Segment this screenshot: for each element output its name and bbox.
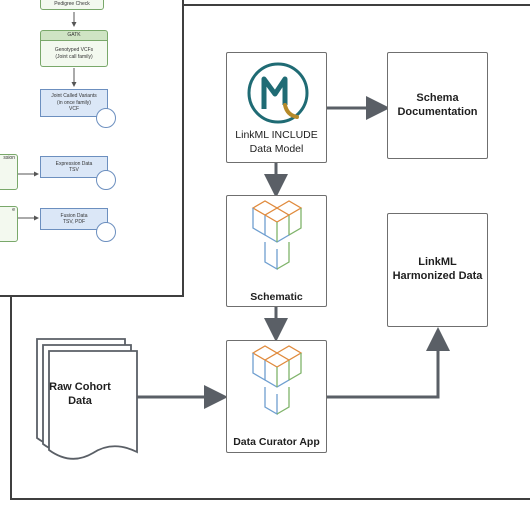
- schema-docs-label-line1: Schema: [416, 92, 459, 104]
- inset-badge-icon: [96, 222, 116, 242]
- schematic-cube-icon: [251, 200, 303, 271]
- inset-badge-icon: [96, 170, 116, 190]
- arrow-app-to-harmonized: [327, 327, 450, 399]
- inset-gatk-line2: (Joint call family): [55, 53, 93, 60]
- schematic-box: Schematic: [226, 195, 327, 307]
- inset-joint-line2: (in once family): [57, 99, 91, 106]
- inset-joint-line3: VCF: [69, 106, 79, 113]
- inset-fusion-line1: Fusion Data: [60, 212, 88, 219]
- inset-pedigree-label: Pedigree Check: [54, 0, 90, 7]
- linkml-model-label-line1: LinkML INCLUDE: [235, 129, 318, 141]
- inset-gatk-header: GATK: [40, 30, 108, 41]
- inset-fusion-left-label: e: [12, 207, 15, 213]
- raw-cohort-label-line1: Raw Cohort: [49, 381, 111, 393]
- curator-app-box: Data Curator App: [226, 340, 327, 453]
- inset-expression-source: ssion: [0, 154, 18, 190]
- inset-fusion-source: e: [0, 206, 18, 242]
- inset-badge-icon: [96, 108, 116, 128]
- inset-connector-layer: [18, 12, 77, 221]
- linkml-logo-icon: [247, 62, 309, 124]
- linkml-model-label-line2: Data Model: [249, 143, 304, 155]
- inset-gatk-title: GATK: [67, 32, 81, 38]
- inset-joint-line1: Joint Called Variants: [51, 93, 97, 100]
- curator-app-label: Data Curator App: [233, 436, 320, 448]
- harmonized-data-box: LinkML Harmonized Data: [387, 213, 488, 327]
- schematic-label: Schematic: [250, 291, 303, 303]
- schema-docs-label-line2: Documentation: [397, 106, 478, 118]
- inset-gatk-body: Genotyped VCFs (Joint call family): [40, 41, 108, 67]
- linkml-model-box: LinkML INCLUDE Data Model: [226, 52, 327, 163]
- inset-expression-line1: Expression Data: [55, 160, 93, 167]
- curator-cube-icon: [251, 345, 303, 416]
- harmonized-label-line2: Harmonized Data: [392, 270, 483, 282]
- harmonized-label-line1: LinkML: [418, 256, 457, 268]
- inset-pedigree-check: Pedigree Check: [40, 0, 104, 10]
- inset-expression-left-label: ssion: [3, 155, 15, 161]
- inset-gatk-line1: Genotyped VCFs: [54, 47, 94, 53]
- inset-fusion-node: Fusion Data TSV, PDF: [40, 208, 108, 230]
- inset-expression-line2: TSV: [69, 167, 79, 173]
- inset-expression-node: Expression Data TSV: [40, 156, 108, 178]
- pipeline-inset: Pedigree Check GATK Genotyped VCFs (Join…: [0, 0, 184, 297]
- raw-cohort-label-line2: Data: [68, 395, 92, 407]
- inset-fusion-line2: TSV, PDF: [62, 219, 86, 225]
- schema-docs-box: Schema Documentation: [387, 52, 488, 159]
